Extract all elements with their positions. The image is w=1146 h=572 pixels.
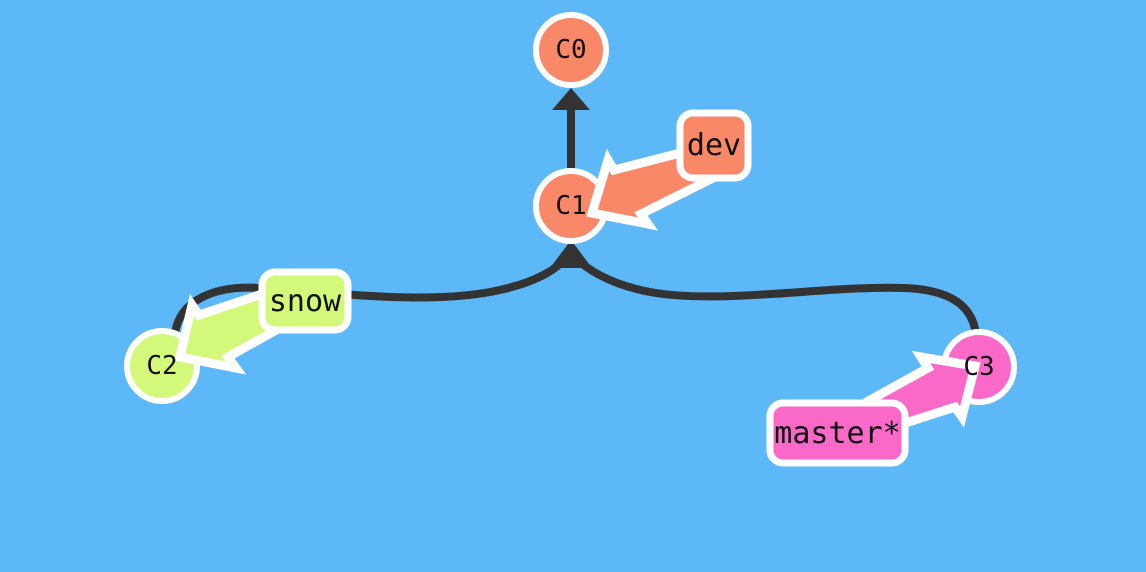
branch-box-master[interactable] [766,399,909,467]
arrowhead-into-c0 [552,88,590,110]
edge-c2-to-c1 [171,252,572,337]
branch-box-layer [258,109,909,467]
commit-node-c0[interactable] [533,12,609,88]
branch-arrow-layer [174,147,981,433]
edge-layer [171,88,980,338]
branch-box-dev[interactable] [676,109,752,182]
arrowhead-into-c1 [550,240,592,268]
branch-box-snow[interactable] [258,268,352,334]
edge-c3-to-c1 [570,252,980,338]
